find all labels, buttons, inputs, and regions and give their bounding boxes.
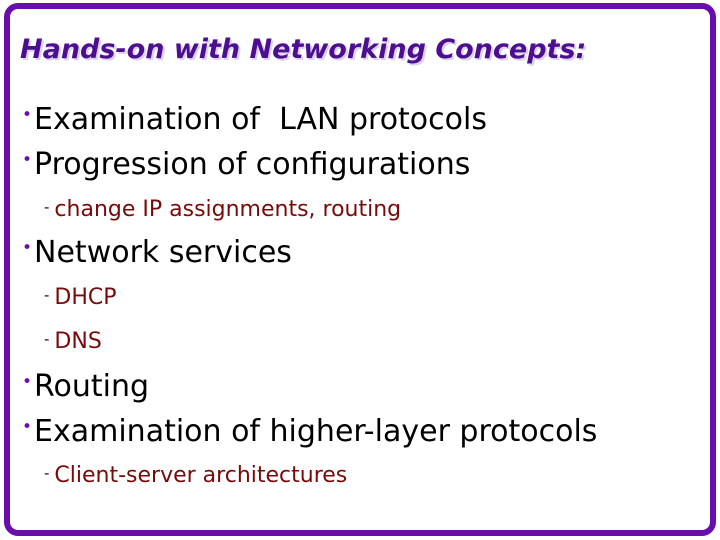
- list-item: -DHCP: [0, 274, 117, 319]
- list-item: •Routing: [0, 363, 149, 408]
- bullet-dot-icon: •: [22, 238, 33, 258]
- list-item-label: Examination of LAN protocols: [34, 102, 487, 137]
- bullet-dash-icon: -: [44, 464, 50, 482]
- list-item: -change IP assignments, routing: [0, 186, 401, 231]
- bullet-dash-icon: -: [44, 330, 50, 348]
- bullet-dash-icon: -: [44, 198, 50, 216]
- list-item-label: Routing: [34, 369, 150, 404]
- bullet-dash-icon: -: [44, 286, 50, 304]
- list-item-label: change IP assignments, routing: [54, 197, 402, 222]
- list-item-label: Network services: [34, 235, 292, 270]
- bullet-dot-icon: •: [22, 105, 33, 125]
- list-item: •Network services: [0, 229, 292, 274]
- list-item: -Client-server architectures: [0, 452, 347, 497]
- list-item-label: DHCP: [54, 285, 117, 310]
- list-item: •Examination of higher-layer protocols: [0, 408, 597, 453]
- list-item: •Examination of LAN protocols: [0, 96, 487, 141]
- list-item-label: Progression of configurations: [34, 147, 471, 182]
- list-item-label: Client-server architectures: [54, 463, 348, 488]
- list-item: -DNS: [0, 318, 102, 363]
- bullet-dot-icon: •: [22, 372, 33, 392]
- list-item-label: Examination of higher-layer protocols: [34, 414, 598, 449]
- bullet-dot-icon: •: [22, 150, 33, 170]
- bullet-dot-icon: •: [22, 417, 33, 437]
- list-item-label: DNS: [54, 329, 102, 354]
- page-title: Hands-on with Networking Concepts:: [20, 34, 587, 65]
- list-item: •Progression of configurations: [0, 141, 470, 186]
